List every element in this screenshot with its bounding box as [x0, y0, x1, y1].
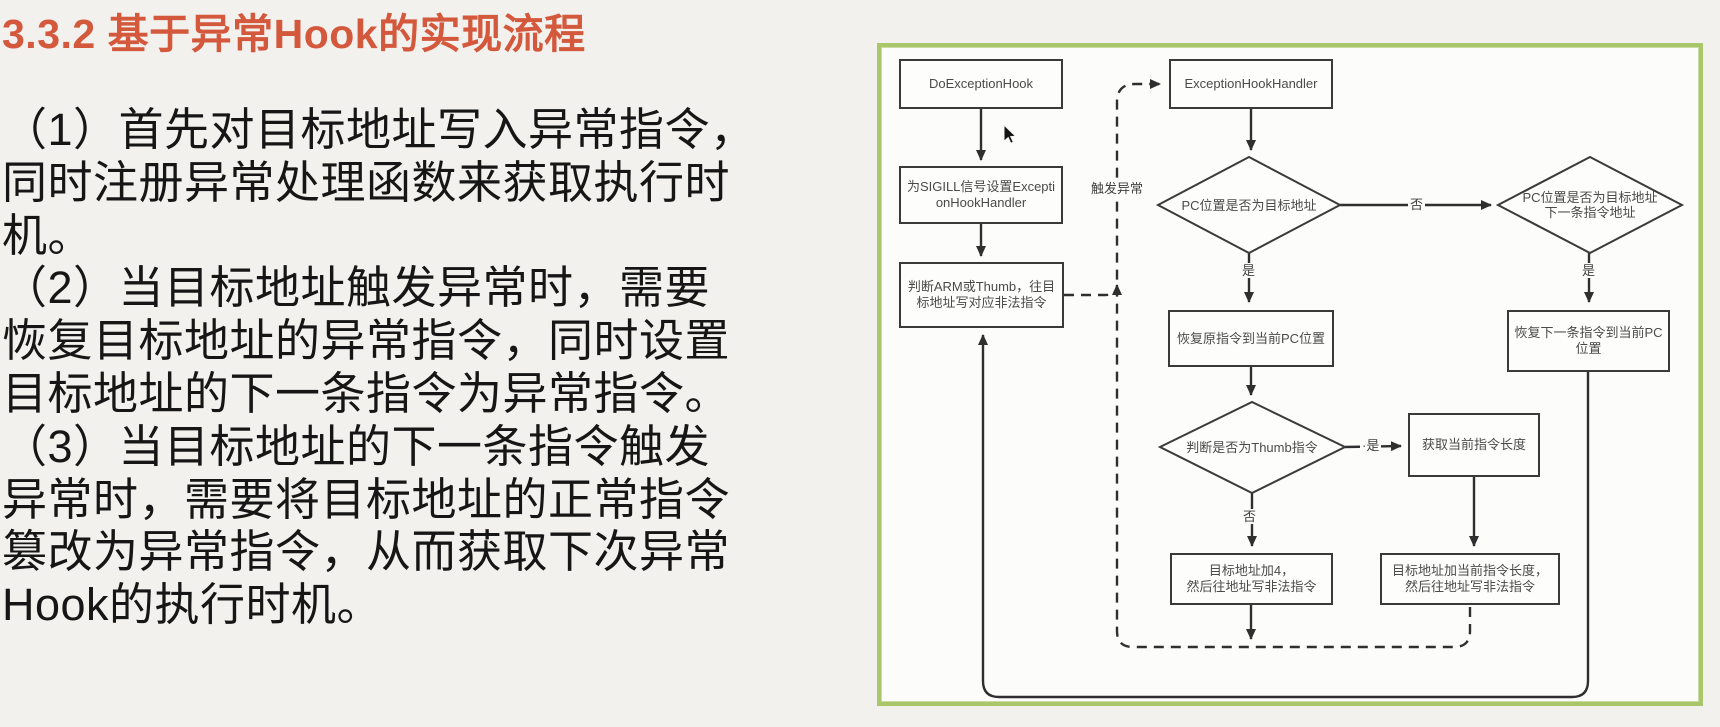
decision-pc-is-next-label: PC位置是否为目标地址 下一条指令地址 [1522, 190, 1658, 220]
node-target-plus-4: 目标地址加4， 然后往地址写非法指令 [1170, 553, 1333, 605]
decision-is-thumb-label: 判断是否为Thumb指令 [1186, 439, 1318, 455]
section-title: 3.3.2 基于异常Hook的实现流程 [2, 11, 586, 57]
edge-label-yes-1: 是 [1240, 263, 1258, 278]
node-get-current-length: 获取当前指令长度 [1408, 413, 1540, 477]
node-restore-original: 恢复原指令到当前PC位置 [1168, 310, 1334, 367]
edge-label-yes-2: 是 [1580, 263, 1598, 278]
node-exception-hook-handler: ExceptionHookHandler [1169, 59, 1333, 109]
node-restore-next: 恢复下一条指令到当前PC 位置 [1507, 310, 1670, 372]
edge-label-no-1: 否 [1408, 197, 1426, 212]
flowchart-panel [877, 43, 1703, 706]
node-target-plus-length: 目标地址加当前指令长度， 然后往地址写非法指令 [1380, 553, 1560, 605]
edge-label-trigger-exception: 触发异常 [1089, 181, 1146, 196]
edge-label-yes-3: ·是 [1360, 438, 1382, 453]
node-do-exception-hook: DoExceptionHook [899, 59, 1063, 109]
article-body: （1）首先对目标地址写入异常指令， 同时注册异常处理函数来获取执行时 机。 （2… [2, 104, 756, 631]
node-write-illegal-instruction: 判断ARM或Thumb，往目 标地址写对应非法指令 [899, 262, 1064, 328]
node-set-sigill-handler: 为SIGILL信号设置Excepti onHookHandler [899, 166, 1063, 224]
decision-pc-is-target-label: PC位置是否为目标地址 [1181, 197, 1317, 213]
edge-label-no-2: 否 [1241, 509, 1259, 524]
